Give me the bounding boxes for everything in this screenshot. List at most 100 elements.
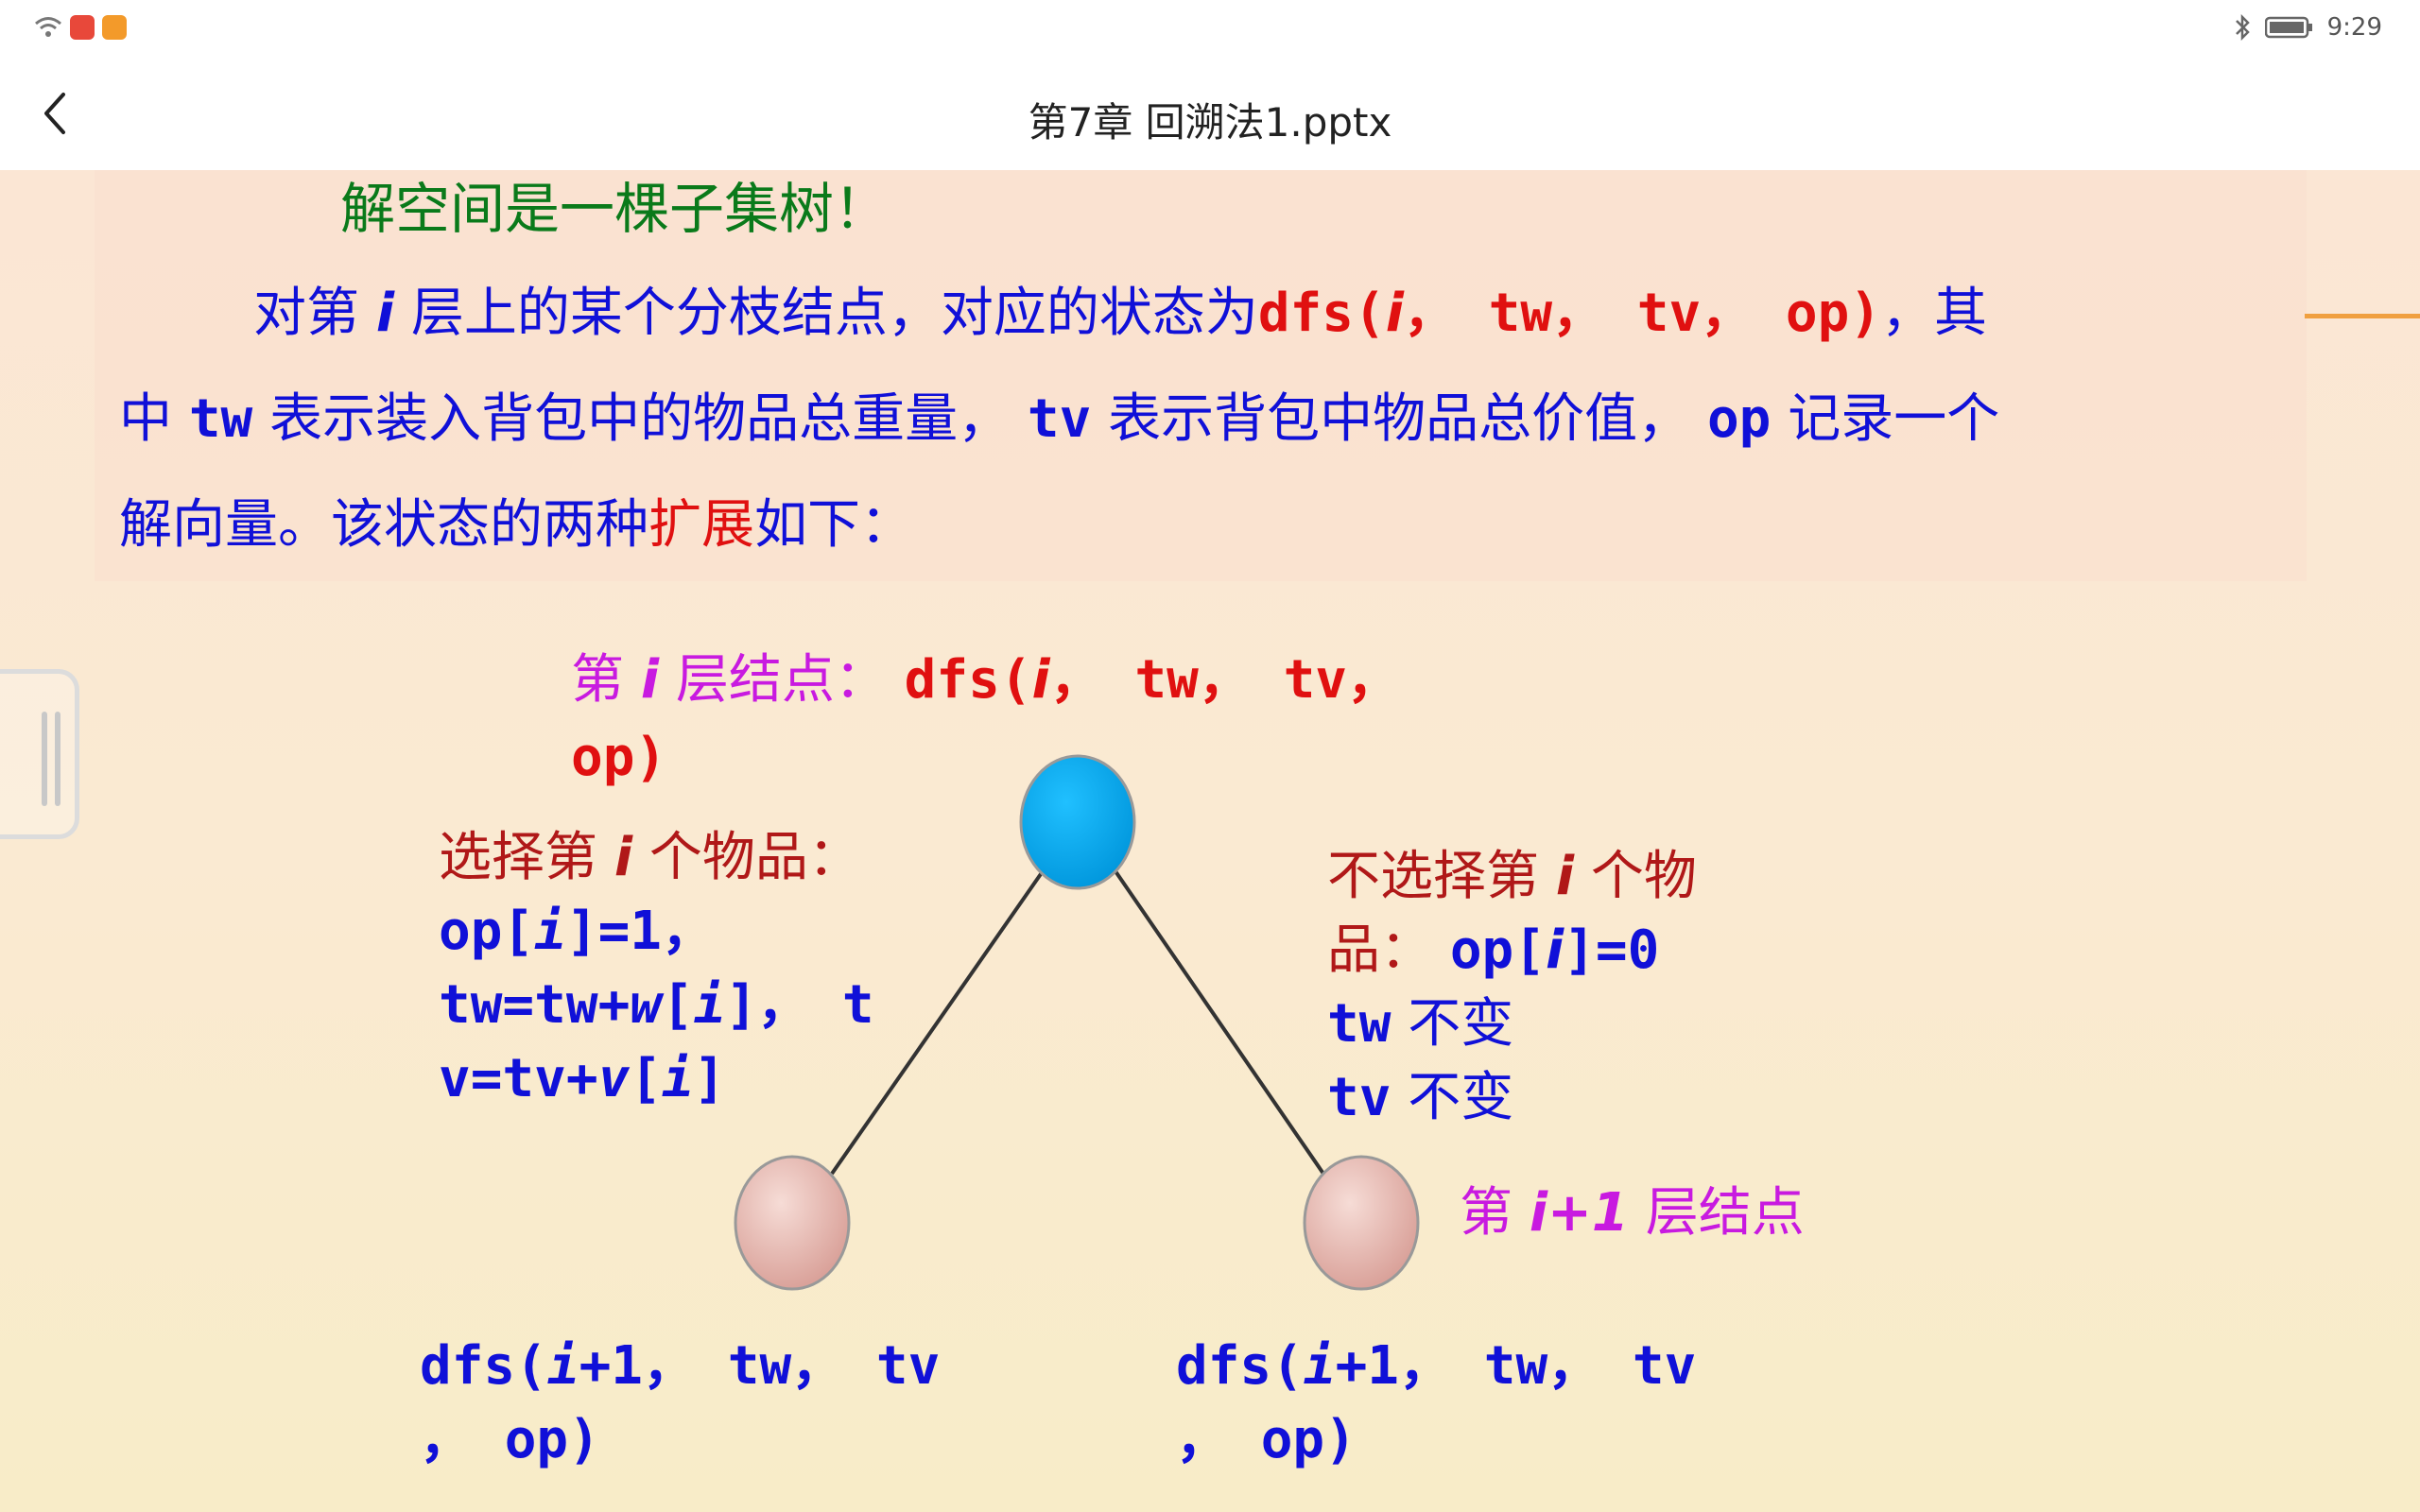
chevron-left-icon bbox=[44, 93, 65, 134]
handle-grip-icon bbox=[42, 712, 47, 806]
wifi-icon bbox=[35, 17, 61, 37]
dfs-call: dfs( bbox=[420, 1335, 547, 1397]
text: 对第 bbox=[253, 283, 359, 344]
status-bar: 9:29 bbox=[0, 0, 2420, 57]
text: ] bbox=[693, 1048, 726, 1109]
video-app-icon bbox=[102, 15, 127, 40]
child-level-label: 第 i+1 层结点 bbox=[1460, 1187, 1805, 1240]
bluetooth-icon bbox=[2235, 14, 2250, 41]
var-op: op bbox=[1706, 388, 1772, 450]
root-node bbox=[1019, 754, 1136, 890]
var-v: v bbox=[597, 1048, 631, 1109]
text: 解向量。该状态的两种 bbox=[119, 494, 648, 556]
text: ]=0 bbox=[1564, 919, 1660, 981]
text: ]， t bbox=[725, 974, 874, 1036]
text: 层结点 bbox=[1645, 1182, 1805, 1244]
text: v=tv+ bbox=[439, 1048, 598, 1109]
var-i: i bbox=[1545, 919, 1564, 981]
text: 第 bbox=[571, 649, 624, 711]
var-w: w bbox=[630, 974, 663, 1036]
var-i: i bbox=[1031, 649, 1050, 711]
text: 表示装入背包中的物品总重量， bbox=[269, 388, 1011, 450]
text: 如下： bbox=[754, 494, 913, 556]
side-drawer-handle[interactable] bbox=[0, 669, 79, 839]
left-branch-line-2: tw=tw+w[i]， t bbox=[439, 979, 874, 1032]
clock: 9:29 bbox=[2326, 13, 2382, 42]
dfs-call: dfs( bbox=[1176, 1335, 1304, 1397]
right-branch-line-1: 品： op[i]=0 bbox=[1327, 924, 1659, 977]
var-i: i bbox=[614, 827, 633, 888]
var-tv: tv bbox=[1327, 1067, 1392, 1128]
var-i: i bbox=[693, 974, 726, 1036]
status-icons-right: 9:29 bbox=[2233, 13, 2382, 42]
text: 选择第 bbox=[439, 827, 597, 888]
text: ]=1， bbox=[565, 901, 716, 962]
left-child-state: dfs(i+1， tw， tv bbox=[420, 1340, 940, 1393]
text: 表示背包中物品总价值， bbox=[1108, 388, 1691, 450]
dfs-call: dfs( bbox=[1257, 283, 1386, 344]
text: op[ bbox=[439, 901, 535, 962]
text: 个物品： bbox=[648, 827, 861, 888]
left-branch-line-1: op[i]=1， bbox=[439, 905, 715, 958]
slide-canvas[interactable]: 解空间是一棵子集树！ 对第 i 层上的某个分枝结点，对应的状态为dfs(i， t… bbox=[0, 170, 2420, 1512]
tree-edge-left bbox=[830, 869, 1045, 1176]
right-branch-line-2: tw 不变 bbox=[1327, 998, 1513, 1051]
reader-app-icon bbox=[70, 15, 95, 40]
var-tw: tw bbox=[1327, 993, 1392, 1055]
left-child-node bbox=[734, 1155, 851, 1291]
right-child-state: dfs(i+1， tw， tv bbox=[1176, 1340, 1696, 1393]
tree-edge-right bbox=[1114, 869, 1325, 1176]
back-button[interactable] bbox=[26, 85, 83, 142]
paragraph-line-1: 对第 i 层上的某个分枝结点，对应的状态为dfs(i， tw， tv， op)，… bbox=[253, 287, 1987, 340]
var-i: i bbox=[1555, 846, 1575, 907]
tree-diagram bbox=[734, 754, 1420, 1291]
dfs-args: ， tw， tv， bbox=[1049, 649, 1400, 711]
title-bar: 第7章 回溯法1.pptx bbox=[0, 57, 2420, 170]
text: op[ bbox=[1449, 919, 1546, 981]
left-branch-line-3: v=tv+v[i] bbox=[439, 1053, 725, 1106]
var-i-plus-1: i+1 bbox=[1529, 1182, 1629, 1244]
highlight-expand: 扩展 bbox=[648, 494, 754, 556]
right-child-state-tail: ， op) bbox=[1176, 1409, 1357, 1470]
text: 不变 bbox=[1408, 1067, 1514, 1128]
text: tw=tw+ bbox=[439, 974, 631, 1036]
var-i: i bbox=[1385, 283, 1404, 344]
left-branch-heading: 选择第 i 个物品： bbox=[439, 832, 861, 885]
root-node-label: 第 i 层结点： dfs(i， tw， tv， bbox=[571, 654, 1400, 707]
handle-grip-icon bbox=[55, 712, 60, 806]
paragraph-line-2: 中 tw 表示装入背包中的物品总重量， tv 表示背包中物品总价值， op 记录… bbox=[119, 393, 1999, 446]
right-branch-heading: 不选择第 i 个物 bbox=[1327, 850, 1697, 903]
dfs-args: +1， tw， tv bbox=[1335, 1335, 1697, 1397]
text: [ bbox=[662, 974, 694, 1036]
text: 层结点： bbox=[675, 649, 888, 711]
text: 第 bbox=[1460, 1182, 1512, 1244]
var-i: i bbox=[375, 283, 395, 344]
text: 中 bbox=[119, 388, 172, 450]
text: 个物 bbox=[1590, 846, 1697, 907]
text: ，其 bbox=[1881, 283, 1988, 344]
dfs-args: +1， tw， tv bbox=[579, 1335, 941, 1397]
dfs-args: ， tw， tv， op) bbox=[1403, 283, 1882, 344]
text: 记录一个 bbox=[1788, 388, 2000, 450]
right-branch-line-3: tv 不变 bbox=[1327, 1072, 1513, 1125]
var-tw: tw bbox=[188, 388, 253, 450]
var-tv: tv bbox=[1027, 388, 1092, 450]
battery-icon bbox=[2264, 16, 2312, 39]
document-title: 第7章 回溯法1.pptx bbox=[1028, 99, 1392, 146]
right-child-node bbox=[1303, 1155, 1420, 1291]
text: 品： bbox=[1327, 919, 1433, 981]
slide-heading: 解空间是一棵子集树！ bbox=[340, 177, 890, 241]
status-icons-left bbox=[34, 15, 127, 40]
text: 层上的某个分枝结点，对应的状态为 bbox=[410, 283, 1258, 344]
dfs-call: dfs( bbox=[904, 649, 1032, 711]
root-node-dfs-tail: op) bbox=[571, 727, 667, 788]
var-i: i bbox=[546, 1335, 579, 1397]
left-child-state-tail: ， op) bbox=[420, 1409, 600, 1470]
paragraph-line-3: 解向量。该状态的两种扩展如下： bbox=[119, 499, 913, 552]
text: [ bbox=[630, 1048, 663, 1109]
var-i: i bbox=[640, 649, 660, 711]
decorative-line bbox=[2305, 314, 2420, 318]
var-i: i bbox=[534, 901, 566, 962]
var-i: i bbox=[1303, 1335, 1336, 1397]
slide-text-box bbox=[95, 170, 2307, 581]
